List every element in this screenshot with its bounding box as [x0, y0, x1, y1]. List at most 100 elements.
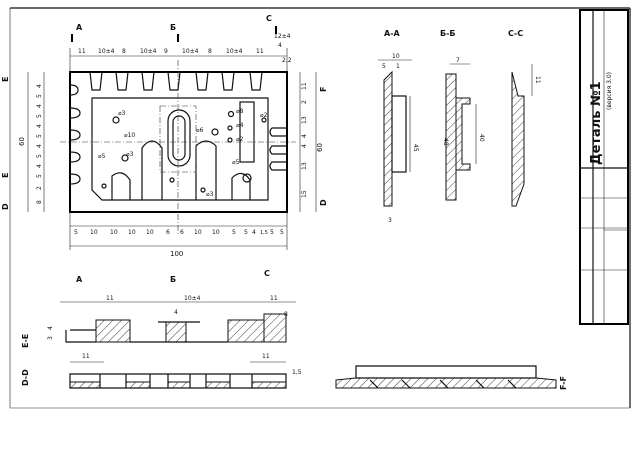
part-title: Деталь №1	[589, 81, 604, 165]
left-dim: 5	[36, 134, 43, 138]
section-a-dim: 3	[388, 217, 392, 224]
bottom-dim: 10	[212, 229, 220, 236]
section-mark-c: С	[264, 269, 270, 278]
bottom-view-dim: 11	[270, 295, 278, 302]
section-b-dim: 7	[456, 57, 460, 64]
bottom-dim: 5	[244, 229, 248, 236]
section-mark-c: С	[266, 14, 272, 23]
section-mark-d: D	[1, 203, 10, 210]
top-dim: 11	[78, 48, 86, 55]
hole-callout: ⌀8	[236, 108, 244, 115]
bottom-dim: 1,5	[260, 230, 268, 236]
bottom-dim: 6	[166, 229, 170, 236]
section-d-d-label: D-D	[21, 369, 30, 386]
section-a-dim: 1	[396, 63, 400, 70]
hole-callout: ⌀3	[118, 110, 126, 117]
bottom-dim: 5	[74, 229, 78, 236]
bottom-view-dim: 4	[174, 309, 178, 316]
section-mark-e: Е	[1, 173, 10, 178]
section-mark-d: D	[319, 199, 328, 206]
hole-callout: ⌀2	[236, 136, 244, 143]
left-dim: 4	[36, 164, 43, 168]
left-dim: 5	[36, 154, 43, 158]
section-b-dim: 40	[478, 134, 485, 142]
section-mark-a: А	[76, 275, 83, 284]
top-dim-right: 2,2	[282, 57, 292, 64]
section-a-dim: 45	[412, 144, 419, 152]
hole-callout: ⌀6	[196, 127, 204, 134]
bottom-dim: 6	[180, 229, 184, 236]
hole-callout: ⌀5	[98, 153, 106, 160]
left-dim: 4	[36, 84, 43, 88]
bottom-dim: 5	[280, 229, 284, 236]
top-dim: 8	[122, 48, 126, 55]
top-dim: 11	[256, 48, 264, 55]
right-dim: 13	[301, 116, 308, 124]
right-dim-total: 60	[316, 143, 324, 152]
top-dim-right: 12±4	[274, 33, 291, 40]
left-dim: 5	[36, 114, 43, 118]
top-dim: 8	[208, 48, 212, 55]
bottom-view-dim: 1,5	[292, 369, 302, 376]
bottom-dim: 10	[146, 229, 154, 236]
hole-callout: ⌀10	[124, 132, 135, 139]
bottom-dim: 10	[110, 229, 118, 236]
section-e-e-label: Е-Е	[21, 334, 30, 348]
bottom-dim: 10	[194, 229, 202, 236]
top-dim-right: 4	[278, 42, 282, 49]
main-view: ⌀3 ⌀10 ⌀3 ⌀6 ⌀8 ⌀4 ⌀2 ⌀5 ⌀5 ⌀3 ⌀2 11 10±…	[1, 14, 328, 258]
title-block: Деталь №1 (версия 3.0)	[579, 9, 629, 325]
bottom-dim-total: 100	[170, 250, 183, 258]
right-dim: 2	[301, 100, 308, 104]
section-c-c: С-С 11	[508, 29, 541, 207]
left-dim: 5	[36, 174, 43, 178]
right-dim: 13	[301, 162, 308, 170]
section-a-a: А-А 10 5 1 45 3	[378, 29, 419, 224]
hole-callout: ⌀2	[260, 112, 268, 119]
top-dim: 10±4	[226, 48, 243, 55]
bottom-view-dim: 3	[47, 336, 54, 340]
section-b-b: Б-Б 7 48 40	[440, 29, 485, 201]
bottom-dim: 5	[270, 229, 274, 236]
section-c-c-label: С-С	[508, 29, 523, 38]
section-b-dim: 48	[442, 138, 449, 146]
top-dim: 9	[164, 48, 168, 55]
left-dim: 4	[36, 124, 43, 128]
bottom-dim: 10	[90, 229, 98, 236]
left-dim: 4	[36, 144, 43, 148]
section-c-dim: 11	[534, 76, 541, 84]
hole-callout: ⌀5	[232, 159, 240, 166]
section-a-dim: 10	[392, 53, 400, 60]
hole-callout: ⌀4	[236, 122, 244, 129]
bottom-dim: 5	[232, 229, 236, 236]
bottom-view-dim: 11	[82, 353, 90, 360]
top-dim: 10±4	[140, 48, 157, 55]
right-dim: 4	[301, 134, 308, 138]
right-dim: 11	[301, 82, 308, 90]
section-b-b-label: Б-Б	[440, 29, 456, 38]
section-e-e: Е-Е А Б С 11 4 10±4 11 8 3 4	[21, 269, 296, 348]
top-dim: 10±4	[98, 48, 115, 55]
section-mark-b: Б	[170, 275, 176, 284]
hole-callout: ⌀3	[126, 151, 134, 158]
sheet-frame	[9, 7, 631, 409]
bottom-dim: 10	[128, 229, 136, 236]
section-f-f: F-F	[335, 365, 568, 390]
section-a-dim: 5	[382, 63, 386, 70]
left-dim: 8	[36, 200, 43, 204]
left-dim-total: 60	[18, 137, 26, 146]
right-dim: 4	[301, 144, 308, 148]
left-dim: 2	[36, 186, 43, 190]
hole-callout: ⌀3	[206, 191, 214, 198]
bottom-view-dim: 10±4	[184, 295, 201, 302]
bottom-view-dim: 11	[262, 353, 270, 360]
section-d-d: D-D 11 11 1,5	[21, 353, 302, 389]
section-mark-e: Е	[1, 77, 10, 82]
section-a-a-label: А-А	[384, 29, 401, 38]
bottom-view-dim: 8	[284, 311, 288, 318]
section-mark-b: Б	[170, 23, 176, 32]
version-label: (версия 3.0)	[606, 72, 613, 110]
right-dim: 15	[301, 190, 308, 198]
bottom-view-dim: 4	[47, 326, 54, 330]
